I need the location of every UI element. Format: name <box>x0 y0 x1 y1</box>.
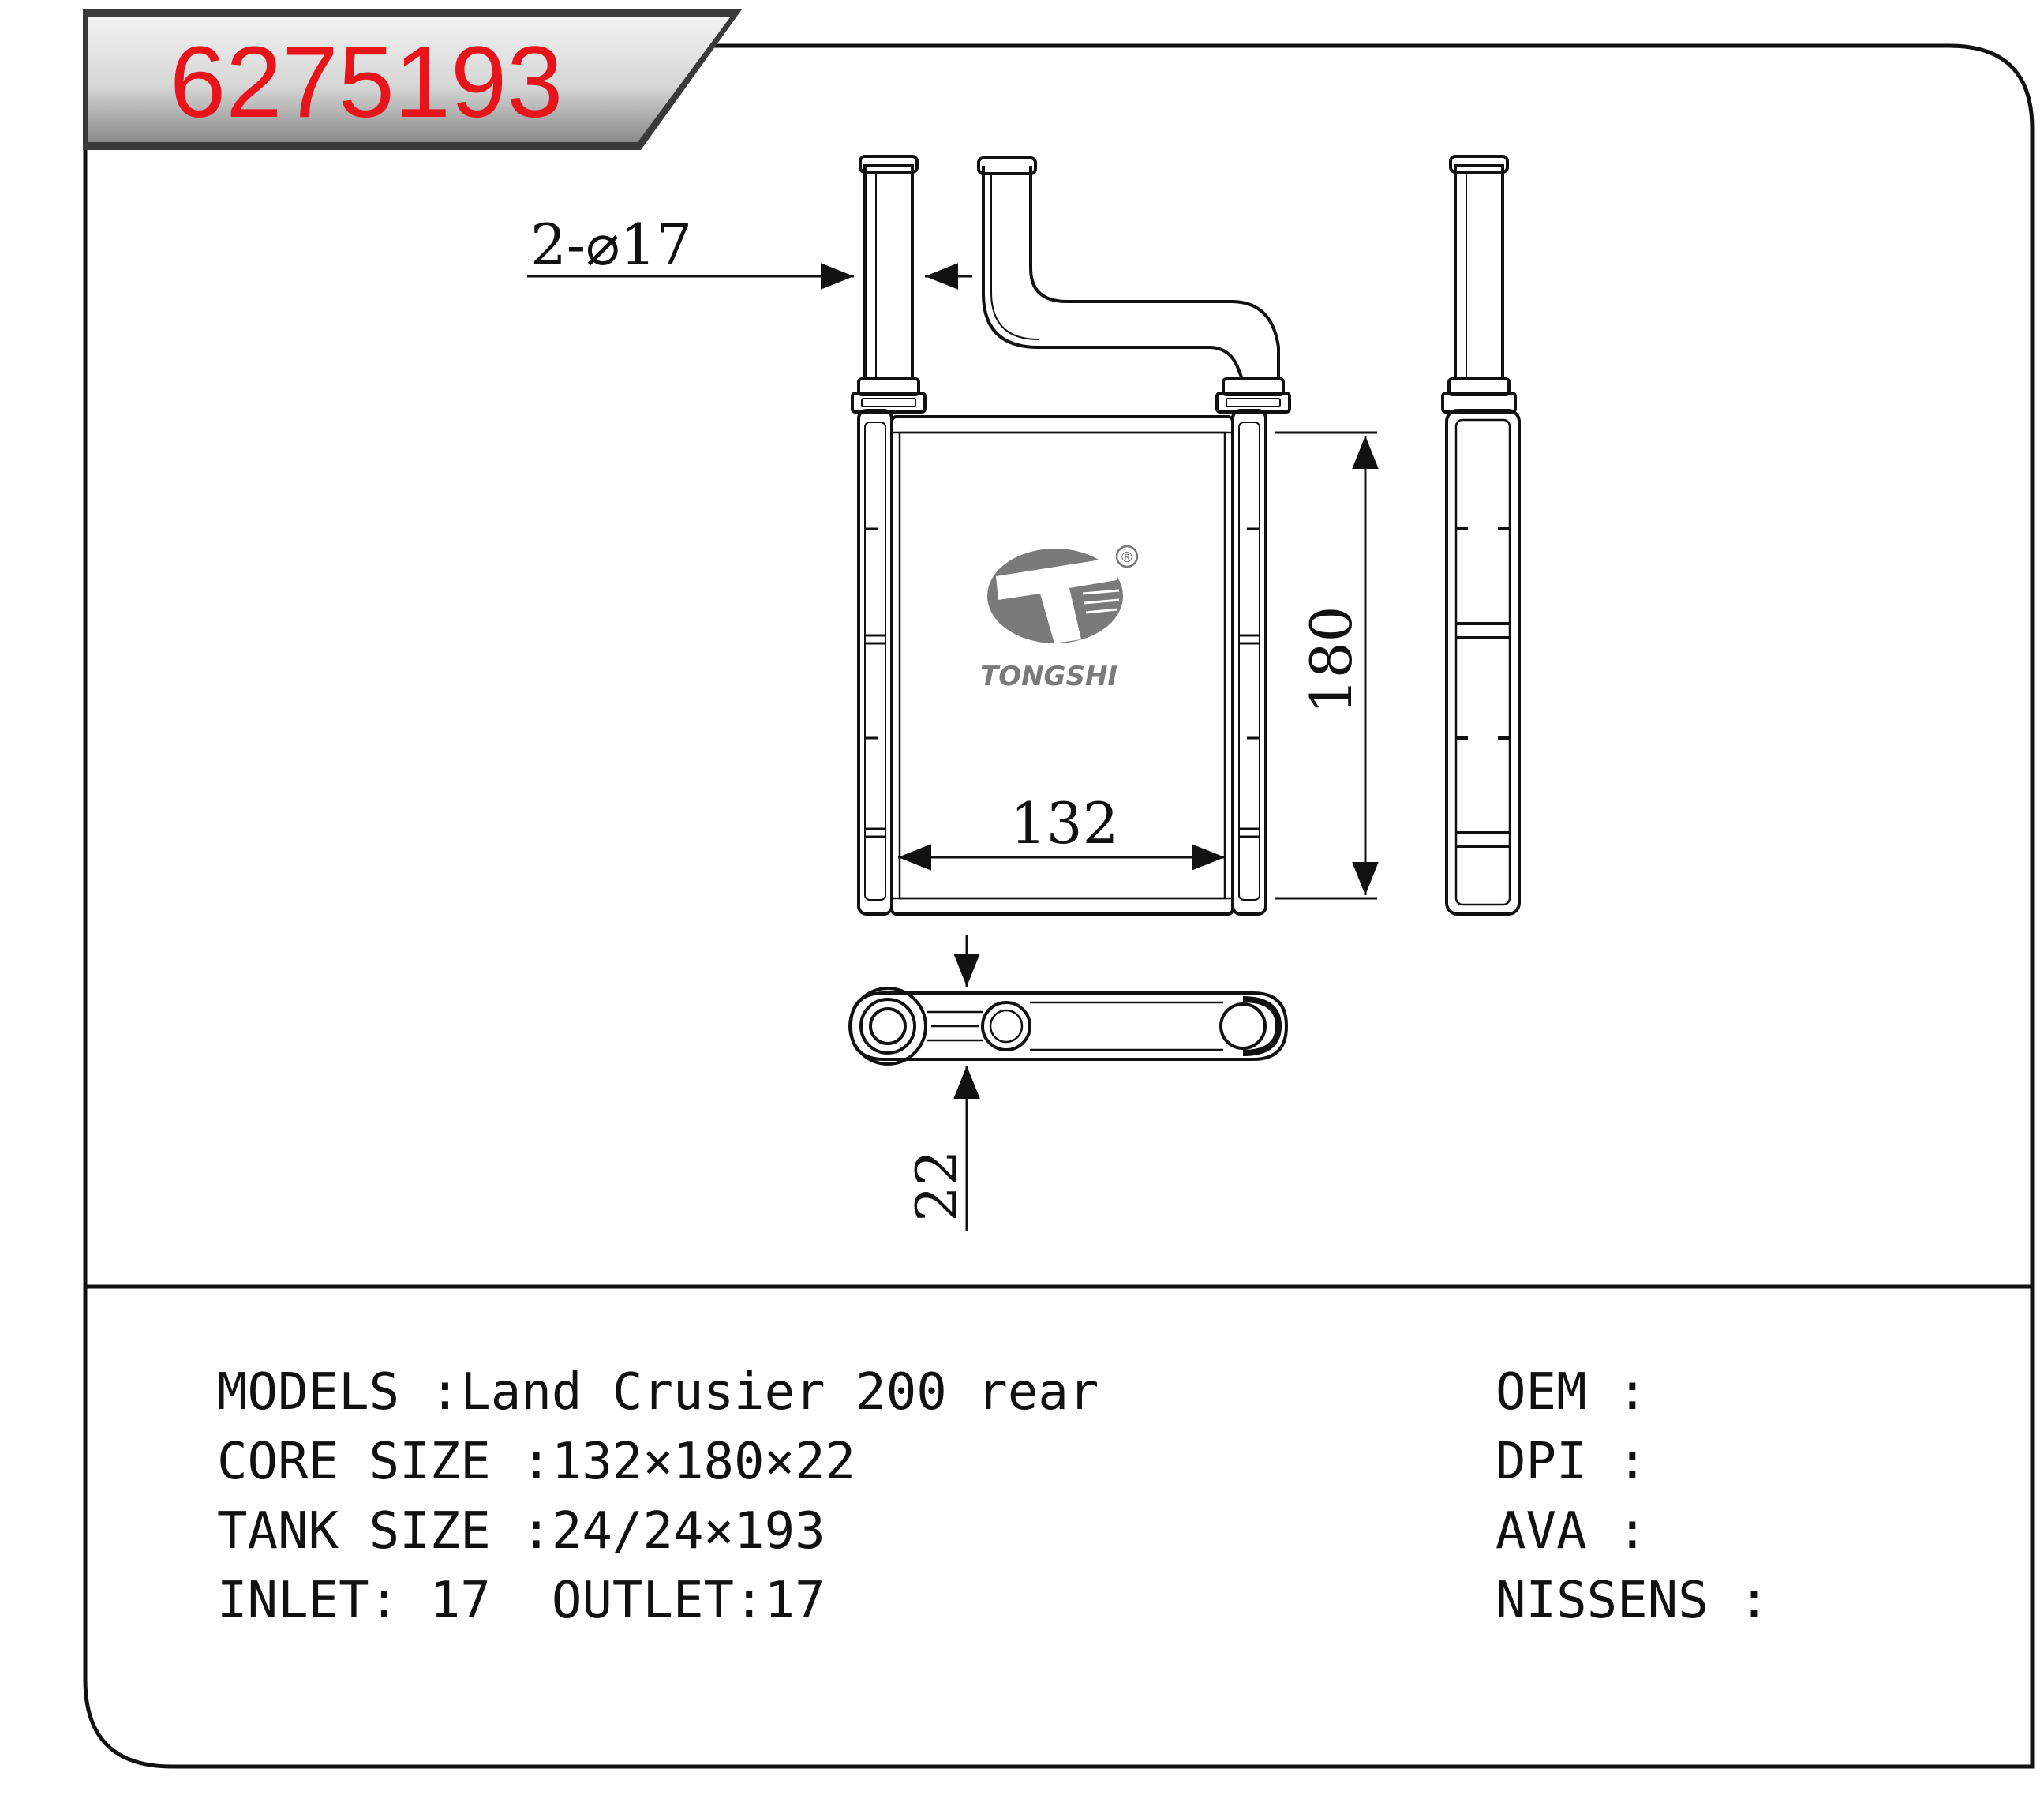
tongshi-logo: ® TONGSHI <box>980 545 1139 692</box>
logo-text: TONGSHI <box>980 661 1117 692</box>
spec-ava: AVA : <box>1496 1502 1648 1561</box>
front-view <box>851 155 1291 916</box>
spec-oem: OEM : <box>1496 1363 1648 1422</box>
core-height-label: 180 <box>1298 606 1365 714</box>
right-tank <box>1231 409 1267 916</box>
core-width-label: 132 <box>1010 790 1118 856</box>
spec-nissens: NISSENS : <box>1496 1572 1769 1630</box>
part-number-banner: 6275193 <box>83 9 742 150</box>
side-view <box>1441 155 1521 916</box>
spec-models: MODELS :Land Crusier 200 rear <box>217 1363 1099 1422</box>
outer-frame <box>83 43 2035 1769</box>
pipe-diameter-label: 2-⌀17 <box>530 212 692 278</box>
core-body <box>890 415 1234 916</box>
dimension-lines <box>527 263 1379 1231</box>
outlet-pipe <box>977 156 1291 414</box>
spec-dpi: DPI : <box>1496 1433 1648 1491</box>
inlet-pipe <box>851 155 927 414</box>
spec-tank-size: TANK SIZE :24/24×193 <box>217 1502 825 1561</box>
registered-mark: ® <box>1120 549 1134 566</box>
top-view <box>848 987 1289 1066</box>
part-number: 6275193 <box>170 26 563 139</box>
left-tank <box>857 409 893 916</box>
spec-inlet-outlet: INLET: 17 OUTLET:17 <box>217 1572 825 1630</box>
spec-core-size: CORE SIZE :132×180×22 <box>217 1433 856 1491</box>
core-depth-label: 22 <box>904 1149 970 1222</box>
